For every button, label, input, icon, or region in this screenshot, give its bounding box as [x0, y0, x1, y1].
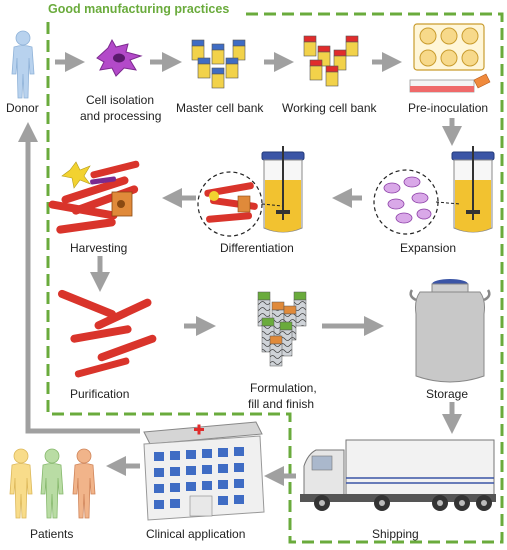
expansion-label: Expansion [400, 241, 456, 255]
culture-plate-icon [413, 23, 485, 71]
patient-figures-icon [9, 448, 96, 519]
working-cell-bank-label: Working cell bank [282, 101, 377, 115]
formulation-label-line1: Formulation, [250, 381, 317, 395]
bioreactor-icon [451, 146, 495, 233]
working-cell-bank-tubes-icon [303, 35, 359, 87]
cryo-tank-icon [409, 279, 491, 383]
formulation-label-line2: fill and finish [248, 397, 314, 411]
patients-label: Patients [30, 527, 73, 541]
cell-isolation-label-line2: and processing [80, 109, 161, 123]
flow-arrows [18, 52, 462, 486]
magnifier-connector [435, 201, 461, 205]
clinical-application-label: Clinical application [146, 527, 245, 541]
culture-flask-icon [409, 73, 491, 93]
master-cell-bank-tubes-icon [191, 39, 246, 89]
stem-cell-icon [96, 38, 143, 77]
hospital-icon [143, 421, 265, 521]
shipping-label: Shipping [372, 527, 419, 541]
harvesting-label: Harvesting [70, 241, 127, 255]
harvested-cells-icon [48, 160, 140, 234]
differentiation-bioreactor-icon [261, 146, 305, 233]
storage-label: Storage [426, 387, 468, 401]
expansion-cells-icon [383, 176, 432, 224]
gmp-title: Good manufacturing practices [48, 2, 229, 16]
differentiation-cells-icon [204, 182, 258, 223]
purified-cells-icon [57, 289, 157, 378]
truck-icon [300, 439, 496, 511]
differentiation-label: Differentiation [220, 241, 294, 255]
title-background [44, 2, 240, 16]
gmp-boundary [46, 12, 504, 544]
donor-figure-icon [11, 30, 35, 99]
filled-vials-icon [257, 291, 307, 367]
cell-isolation-label-line1: Cell isolation [86, 93, 154, 107]
master-cell-bank-label: Master cell bank [176, 101, 264, 115]
pre-inoculation-label: Pre-inoculation [408, 101, 488, 115]
magnifier-connector-2 [261, 203, 283, 207]
purification-label: Purification [70, 387, 129, 401]
donor-label: Donor [6, 101, 39, 115]
